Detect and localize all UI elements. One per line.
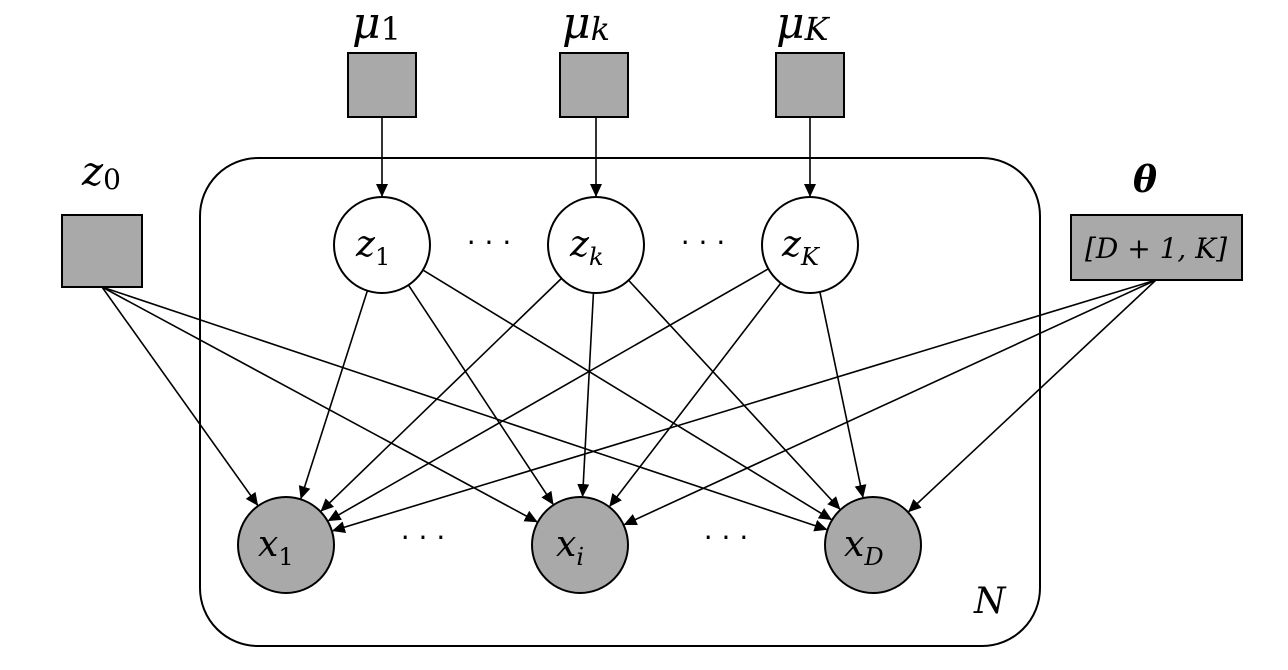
z-node-1: [333, 196, 431, 294]
x-i-label: xi: [556, 524, 584, 571]
z-node-k: [547, 196, 645, 294]
edge-z1-to-x1: [298, 290, 369, 500]
edge-z1-to-x3: [422, 269, 833, 521]
z-k-label: zk: [569, 224, 604, 271]
x-node-D: [824, 496, 922, 594]
edge-z0-to-x3: [101, 286, 828, 532]
z-K-label: zK: [781, 224, 821, 271]
x-1-label: x1: [258, 524, 294, 571]
x-node-1: [237, 496, 335, 594]
edge-z1-to-x2: [407, 284, 554, 505]
edge-z2-to-x2: [577, 292, 595, 498]
theta-label: θ: [1133, 159, 1157, 201]
edge-z3-to-x2: [609, 282, 782, 507]
edge-z3-to-x1: [327, 268, 769, 522]
edge-theta-to-x1: [331, 279, 1157, 533]
mu-node-1: [347, 52, 417, 118]
plate-label: N: [973, 581, 1007, 622]
theta-shape-label: [D + 1, K]: [1085, 232, 1227, 265]
x-ellipsis-1: · · ·: [401, 521, 446, 554]
mu-k-label: μk: [562, 0, 610, 49]
z0-node: [61, 214, 143, 288]
plate-n: [199, 157, 1041, 647]
mu-K-label: μK: [776, 0, 831, 49]
edge-theta-to-x3: [908, 279, 1157, 513]
x-D-label: xD: [844, 524, 884, 571]
mu-node-K: [775, 52, 845, 118]
edge-z2-to-x3: [627, 279, 841, 510]
z-ellipsis-1: · · ·: [467, 226, 512, 259]
z-node-K: [761, 196, 859, 294]
edges: [101, 117, 1157, 533]
x-node-i: [531, 496, 629, 594]
z0-label: z0: [81, 149, 121, 196]
mu-1-label: μ1: [352, 0, 401, 49]
edge-z2-to-x1: [320, 277, 563, 512]
edge-z3-to-x3: [819, 291, 867, 499]
edge-theta-to-x2: [623, 279, 1157, 526]
edge-z0-to-x1: [101, 286, 259, 506]
z-1-label: z1: [355, 224, 390, 271]
mu-node-k: [559, 52, 629, 118]
z-ellipsis-2: · · ·: [681, 226, 726, 259]
edge-z0-to-x2: [101, 286, 538, 523]
x-ellipsis-2: · · ·: [704, 521, 749, 554]
theta-node: [1070, 214, 1243, 281]
